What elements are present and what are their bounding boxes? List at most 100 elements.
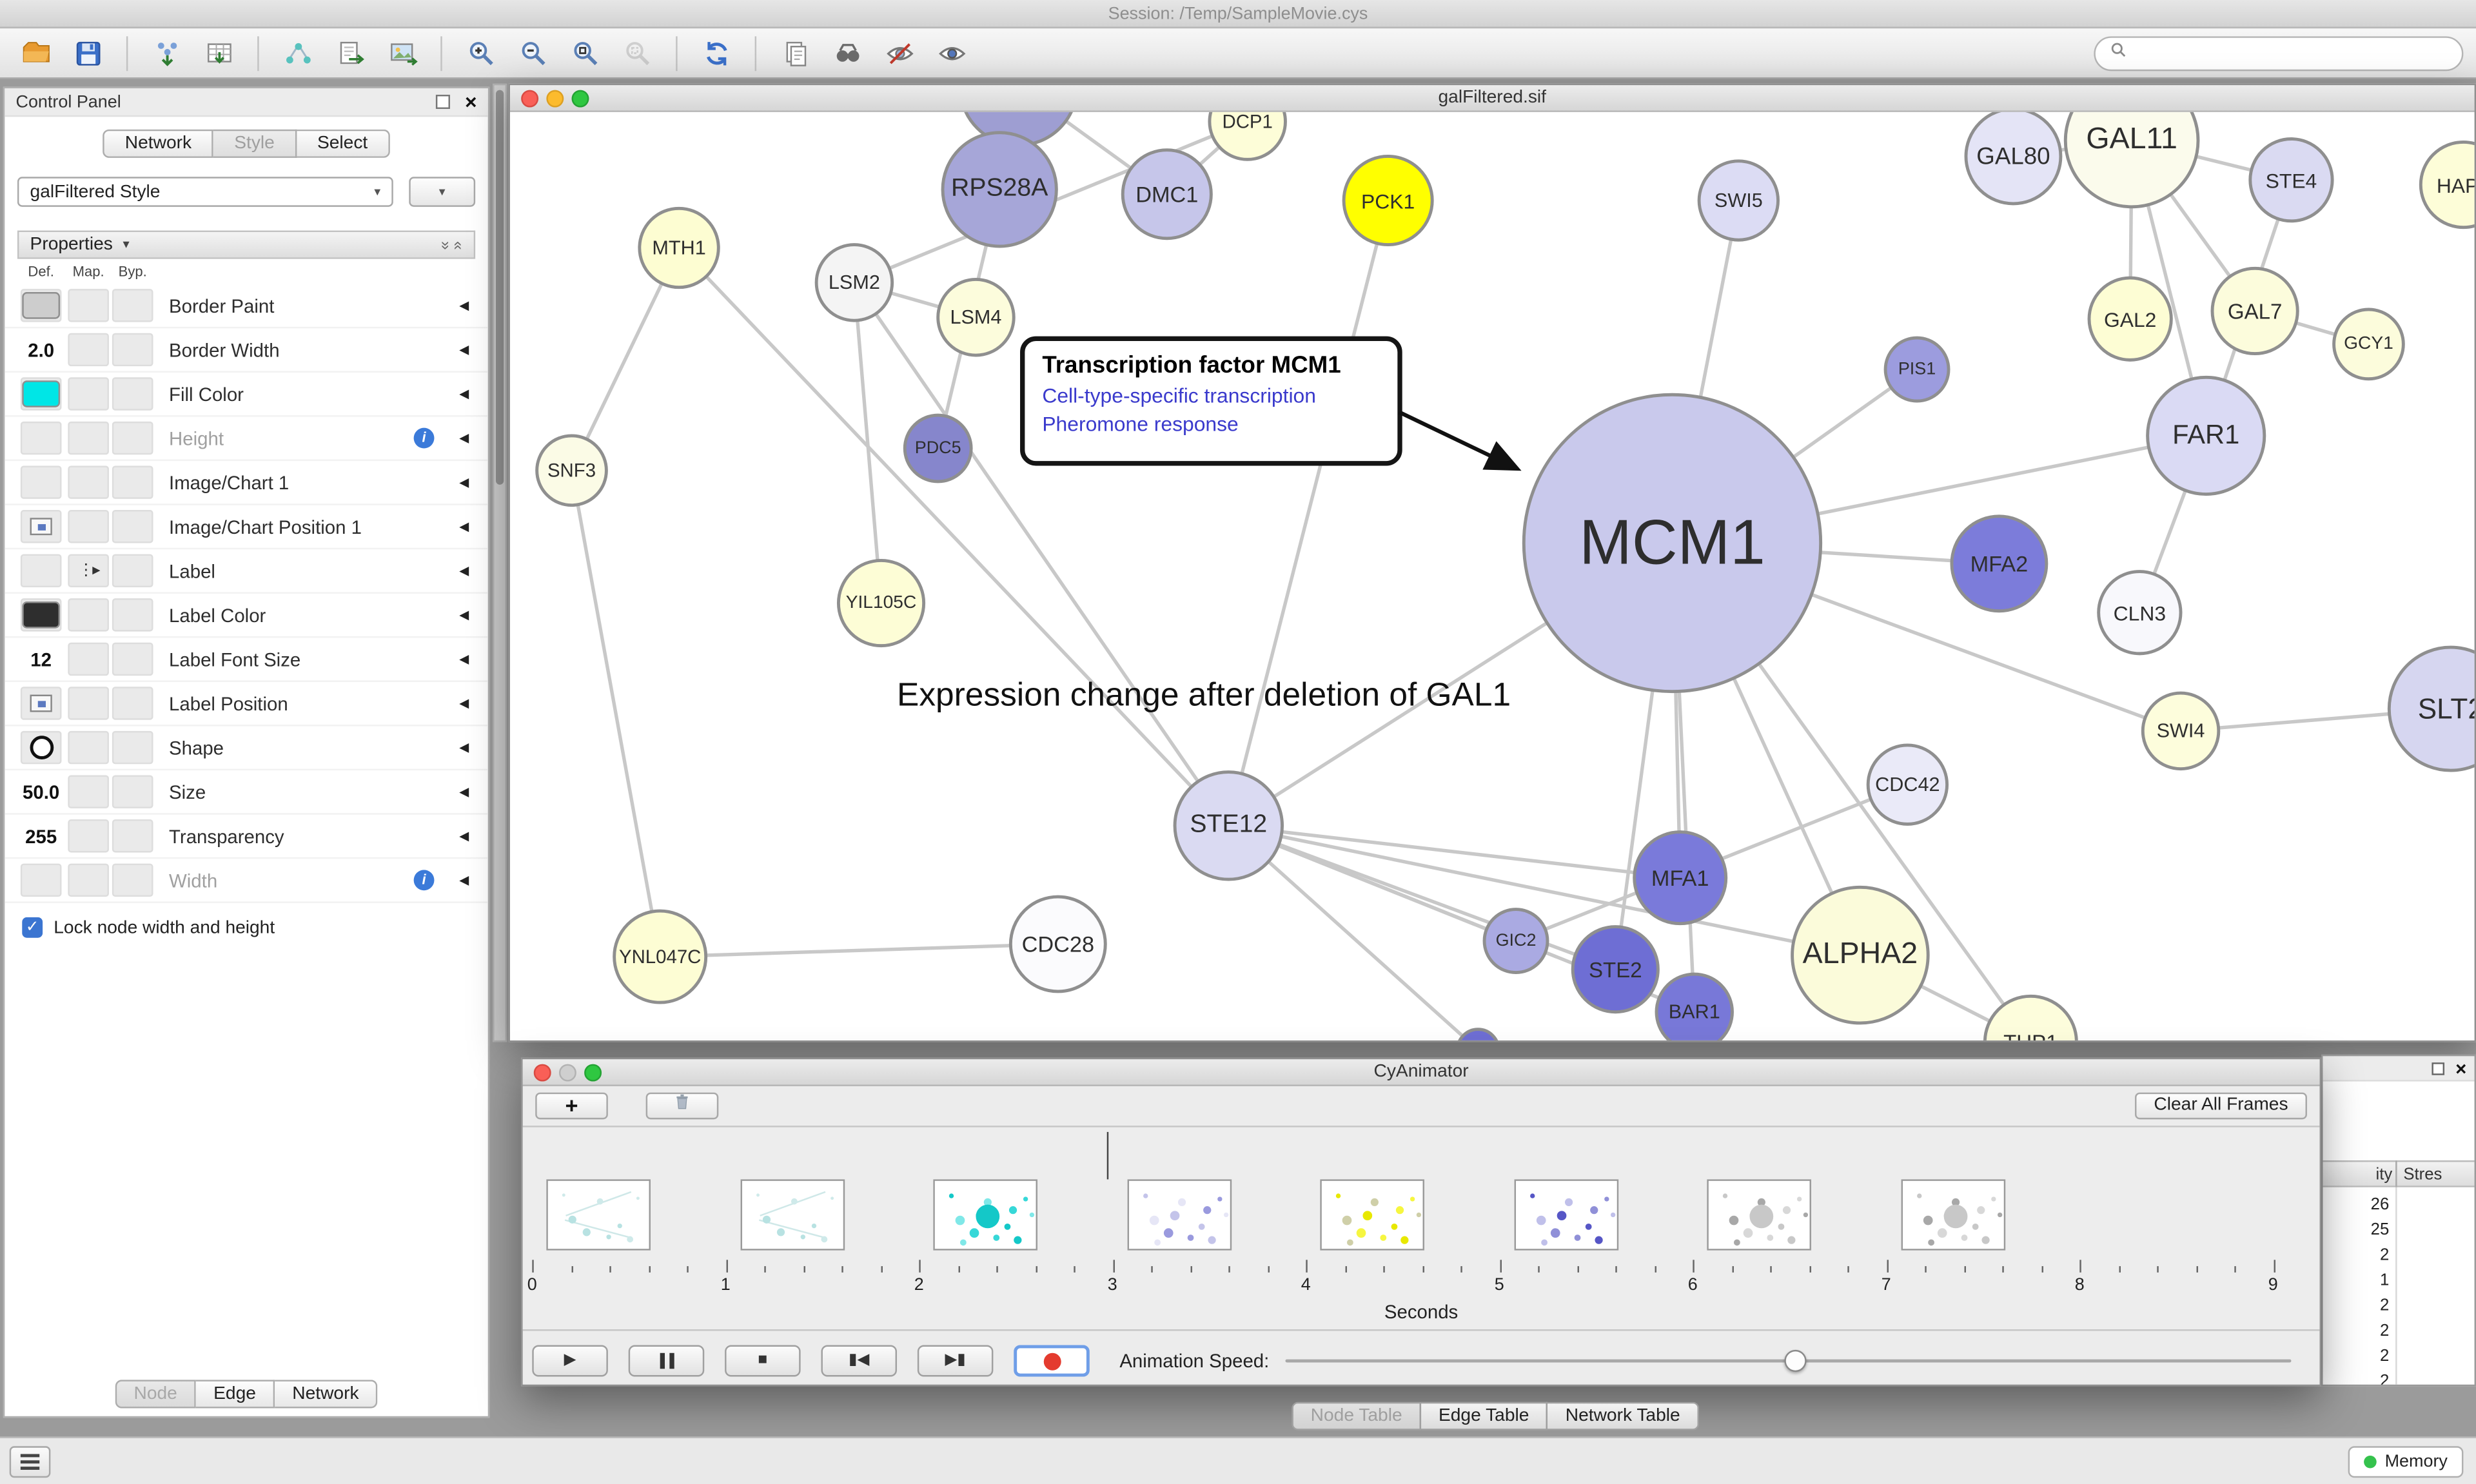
mapping-cell[interactable] (68, 421, 109, 455)
expand-arrow-icon[interactable]: ◀ (459, 696, 469, 711)
default-value-cell[interactable] (20, 465, 62, 499)
close-icon[interactable]: × (464, 90, 477, 114)
tab-style[interactable]: Style (213, 129, 297, 158)
lock-checkbox[interactable]: ✓ (22, 917, 43, 938)
mapping-cell[interactable] (68, 863, 109, 897)
network-node-ste12[interactable]: STE12 (1173, 770, 1284, 881)
expand-arrow-icon[interactable]: ◀ (459, 873, 469, 888)
expand-arrow-icon[interactable]: ◀ (459, 475, 469, 490)
network-node-dmc1[interactable]: DMC1 (1121, 148, 1213, 240)
table-cell[interactable]: 26 (2370, 1195, 2390, 1215)
tab-edge-table[interactable]: Edge Table (1421, 1401, 1548, 1430)
bypass-cell[interactable] (112, 333, 153, 367)
frame-thumbnail-5[interactable] (1320, 1179, 1424, 1251)
hide-selected-button[interactable] (876, 32, 922, 73)
mapping-cell[interactable] (68, 377, 109, 411)
network-node-rps28a[interactable]: RPS28A (941, 131, 1058, 248)
apply-layout-button[interactable] (693, 32, 739, 73)
network-node-far1[interactable]: FAR1 (2146, 375, 2266, 496)
mapping-cell[interactable] (68, 687, 109, 720)
tab-network-style[interactable]: Network (275, 1380, 378, 1409)
tab-network[interactable]: Network (103, 129, 214, 158)
info-icon[interactable]: i (413, 427, 435, 449)
style-selector[interactable]: galFiltered Style ▾ (17, 177, 393, 207)
delete-frame-button[interactable] (645, 1091, 719, 1119)
frame-thumbnail-6[interactable] (1513, 1179, 1618, 1251)
mapping-cell[interactable] (68, 333, 109, 367)
column-header[interactable]: ity (2375, 1165, 2393, 1184)
import-network-button[interactable] (144, 32, 190, 73)
network-edge[interactable] (678, 246, 1230, 827)
bypass-cell[interactable] (112, 510, 153, 543)
frame-thumbnail-2[interactable] (740, 1179, 844, 1251)
close-button[interactable] (521, 89, 539, 107)
network-node-lsm4[interactable]: LSM4 (936, 278, 1016, 357)
mapping-cell[interactable] (68, 598, 109, 632)
expand-arrow-icon[interactable]: ◀ (459, 785, 469, 799)
speed-slider[interactable] (1284, 1345, 2292, 1377)
play-button[interactable]: ▶ (532, 1345, 608, 1377)
network-edge[interactable] (1228, 824, 1681, 880)
network-node-gal2[interactable]: GAL2 (2087, 276, 2173, 362)
network-node-cdc42[interactable]: CDC42 (1866, 743, 1949, 826)
network-node-mcm1[interactable]: MCM1 (1522, 393, 1823, 694)
network-node-yil105c[interactable]: YIL105C (836, 558, 926, 648)
mapping-cell[interactable] (68, 289, 109, 322)
expand-arrow-icon[interactable]: ◀ (459, 519, 469, 534)
stop-button[interactable]: ■ (725, 1345, 801, 1377)
bypass-cell[interactable] (112, 819, 153, 853)
properties-section-header[interactable]: Properties ▼ » » (17, 230, 476, 259)
network-node-swi4[interactable]: SWI4 (2141, 691, 2221, 771)
frame-thumbnail-8[interactable] (1900, 1179, 2005, 1251)
close-button[interactable] (533, 1063, 551, 1081)
tab-network-table[interactable]: Network Table (1548, 1401, 1700, 1430)
first-neighbors-button[interactable] (824, 32, 870, 73)
table-cell[interactable]: 2 (2379, 1372, 2390, 1387)
network-node-swi5[interactable]: SWI5 (1697, 159, 1780, 242)
clear-all-frames-button[interactable]: Clear All Frames (2135, 1091, 2307, 1119)
annotation-link[interactable]: Cell-type-specific transcription (1042, 384, 1316, 407)
open-session-button[interactable] (13, 32, 59, 73)
default-value-cell[interactable] (20, 598, 62, 632)
frame-thumbnail-7[interactable] (1707, 1179, 1811, 1251)
export-network-button[interactable] (327, 32, 373, 73)
network-edge[interactable] (1228, 824, 1861, 957)
save-session-button[interactable] (64, 32, 110, 73)
table-cell[interactable]: 2 (2379, 1245, 2390, 1265)
network-edge[interactable] (852, 282, 883, 603)
network-node-ste4[interactable]: STE4 (2248, 137, 2334, 223)
mapping-cell[interactable] (68, 465, 109, 499)
default-value-cell[interactable] (20, 730, 62, 765)
zoom-window-button[interactable] (571, 89, 589, 107)
bypass-cell[interactable] (112, 730, 153, 765)
network-node-mfa2[interactable]: MFA2 (1950, 514, 2049, 613)
expand-arrow-icon[interactable]: ◀ (459, 652, 469, 667)
network-node-gic2[interactable]: GIC2 (1482, 908, 1549, 975)
network-edge[interactable] (1227, 824, 1478, 1040)
tab-edge[interactable]: Edge (196, 1380, 275, 1409)
skip-to-start-button[interactable]: ▮◀ (821, 1345, 898, 1377)
mapping-cell[interactable] (68, 510, 109, 543)
default-value-cell[interactable] (20, 554, 62, 588)
expand-arrow-icon[interactable]: ◀ (459, 607, 469, 622)
tab-node[interactable]: Node (115, 1380, 197, 1409)
network-node-ynl047c[interactable]: YNL047C (613, 909, 708, 1004)
search-input[interactable] (2135, 43, 2450, 63)
style-options-button[interactable]: ▾ (409, 177, 476, 207)
mapping-cell[interactable] (68, 642, 109, 676)
network-node-ste2[interactable]: STE2 (1571, 925, 1660, 1014)
bypass-cell[interactable] (112, 554, 153, 588)
default-value-cell[interactable] (20, 377, 62, 411)
lock-size-row[interactable]: ✓ Lock node width and height (5, 903, 487, 952)
float-window-icon[interactable] (2432, 1061, 2444, 1075)
slider-thumb[interactable] (1783, 1349, 1806, 1372)
bypass-cell[interactable] (112, 863, 153, 897)
mapping-cell[interactable] (68, 819, 109, 853)
memory-button[interactable]: Memory (2348, 1446, 2464, 1478)
expand-arrow-icon[interactable]: ◀ (459, 563, 469, 578)
network-edge[interactable] (1226, 200, 1390, 826)
network-node-hap4[interactable]: HAP4 (2419, 140, 2475, 229)
network-node-lsm2[interactable]: LSM2 (814, 243, 894, 322)
expand-arrow-icon[interactable]: ◀ (459, 342, 469, 357)
